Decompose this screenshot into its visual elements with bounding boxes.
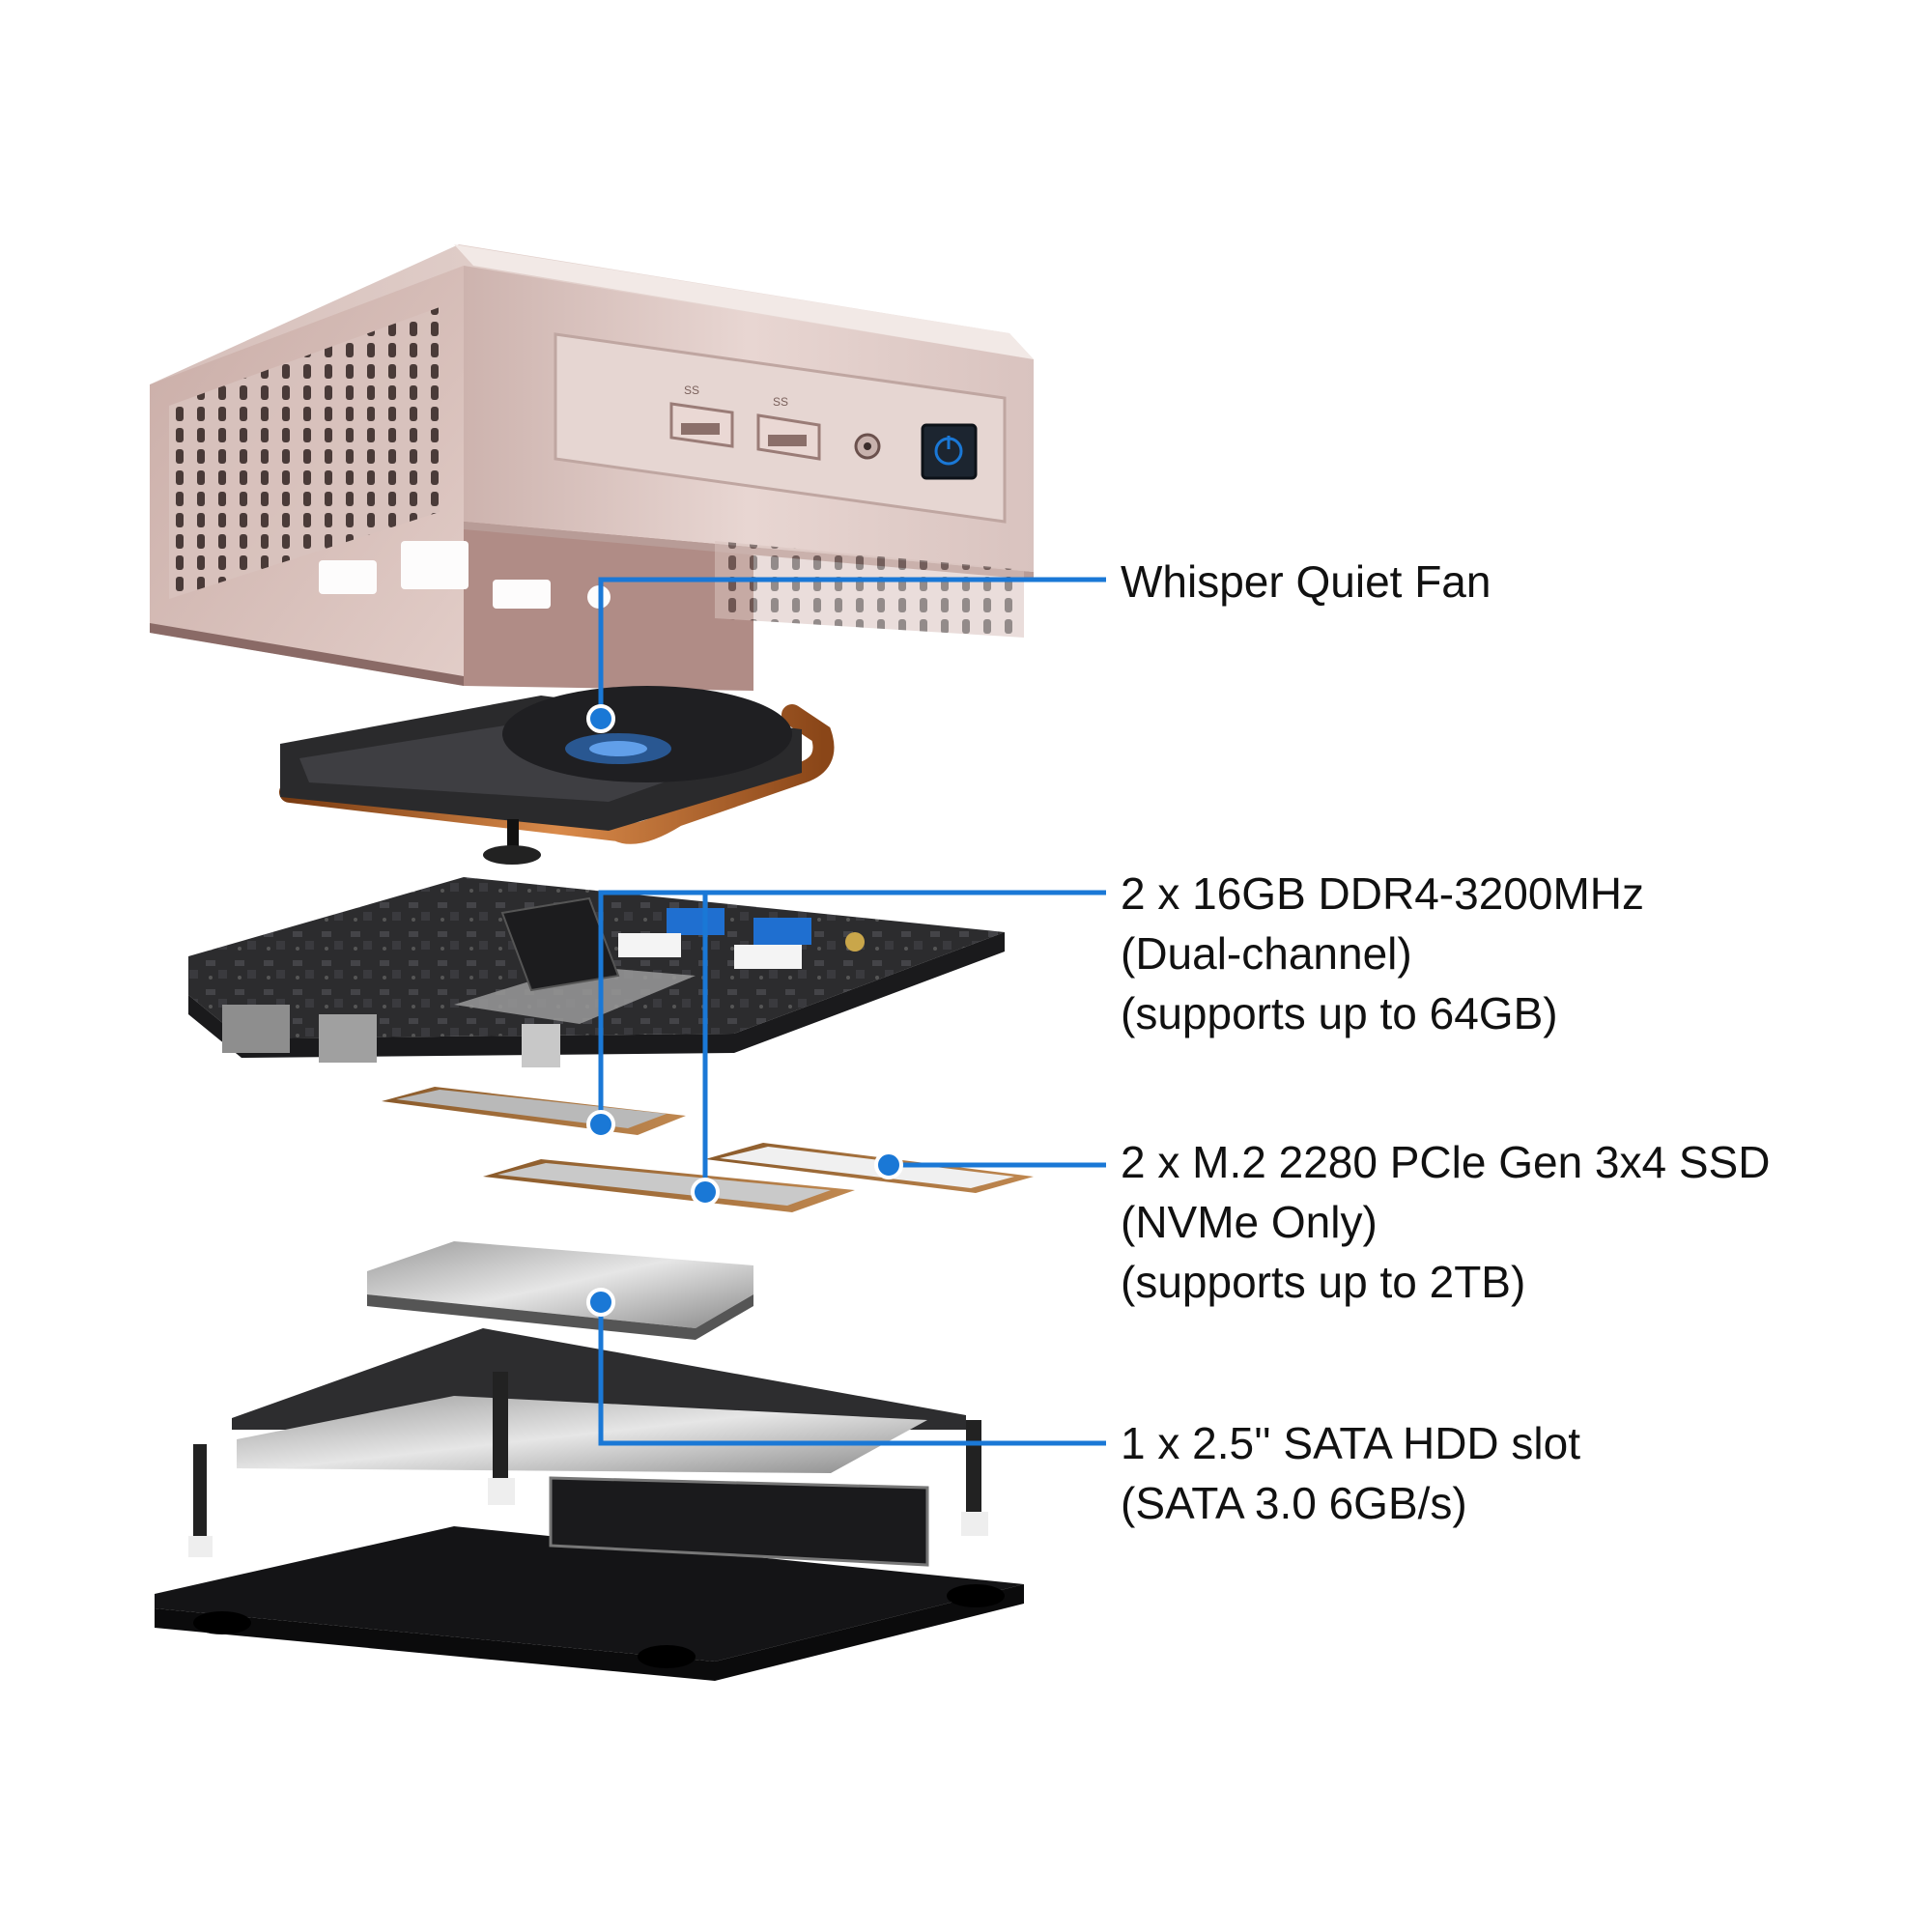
base-plate [155,1328,1024,1681]
callout-line-text: (Dual-channel) [1121,928,1412,979]
usb-3-port-icon [669,402,734,448]
usb-port-label: SS [773,395,788,409]
callout-dot-hdd [586,1288,615,1317]
ram-module [382,1087,686,1135]
rear-io-opening [319,560,377,594]
rubber-foot [193,1611,251,1634]
callout-line-hdd [598,1302,1106,1446]
cooling-fan-assembly [279,686,835,865]
callout-line-text: (NVMe Only) [1121,1197,1378,1247]
callout-line-text: (SATA 3.0 6GB/s) [1121,1478,1467,1528]
callout-dot-ssd [874,1151,903,1179]
callout-dot-ram [586,1110,615,1139]
callout-line-fan [598,577,1106,719]
callout-label-ssd: 2 x M.2 2280 PCle Gen 3x4 SSD (NVMe Only… [1121,1132,1770,1312]
fan-blower [502,686,792,782]
mini-pc-case: SS SS [150,244,1034,691]
usb-3.2-port-icon [756,413,821,461]
callout-line-text: Whisper Quiet Fan [1121,556,1492,607]
callout-label-fan: Whisper Quiet Fan [1121,552,1491,611]
callout-dots [586,704,903,1317]
callout-line-text: 1 x 2.5'' SATA HDD slot [1121,1418,1581,1468]
rear-io-opening [401,541,469,589]
power-button-icon[interactable] [921,423,978,480]
sata-hdd [367,1241,753,1340]
callout-line-ram [598,890,1106,1124]
rear-io-opening [493,580,551,609]
vent-grille [169,307,440,599]
rubber-foot [947,1584,1005,1607]
callout-label-hdd: 1 x 2.5'' SATA HDD slot (SATA 3.0 6GB/s) [1121,1413,1580,1533]
heatpipe [279,704,835,844]
callout-dot-fan [586,704,615,733]
callout-line-text: 2 x M.2 2280 PCle Gen 3x4 SSD [1121,1137,1771,1187]
usb-port-label: SS [684,384,699,397]
callout-leaders [598,577,1106,1446]
callout-label-memory: 2 x 16GB DDR4-3200MHz (Dual-channel) (su… [1121,864,1644,1043]
callout-dot-ram-2 [691,1178,720,1207]
callout-line-text: (supports up to 64GB) [1121,988,1558,1038]
callout-line-text: (supports up to 2TB) [1121,1257,1526,1307]
headphone-jack-icon [854,433,881,460]
ssd-module-1 [483,1159,855,1212]
callout-line-text: 2 x 16GB DDR4-3200MHz [1121,868,1644,919]
rubber-foot [638,1645,696,1668]
ssd-module-2 [705,1143,1034,1193]
motherboard [188,877,1005,1067]
